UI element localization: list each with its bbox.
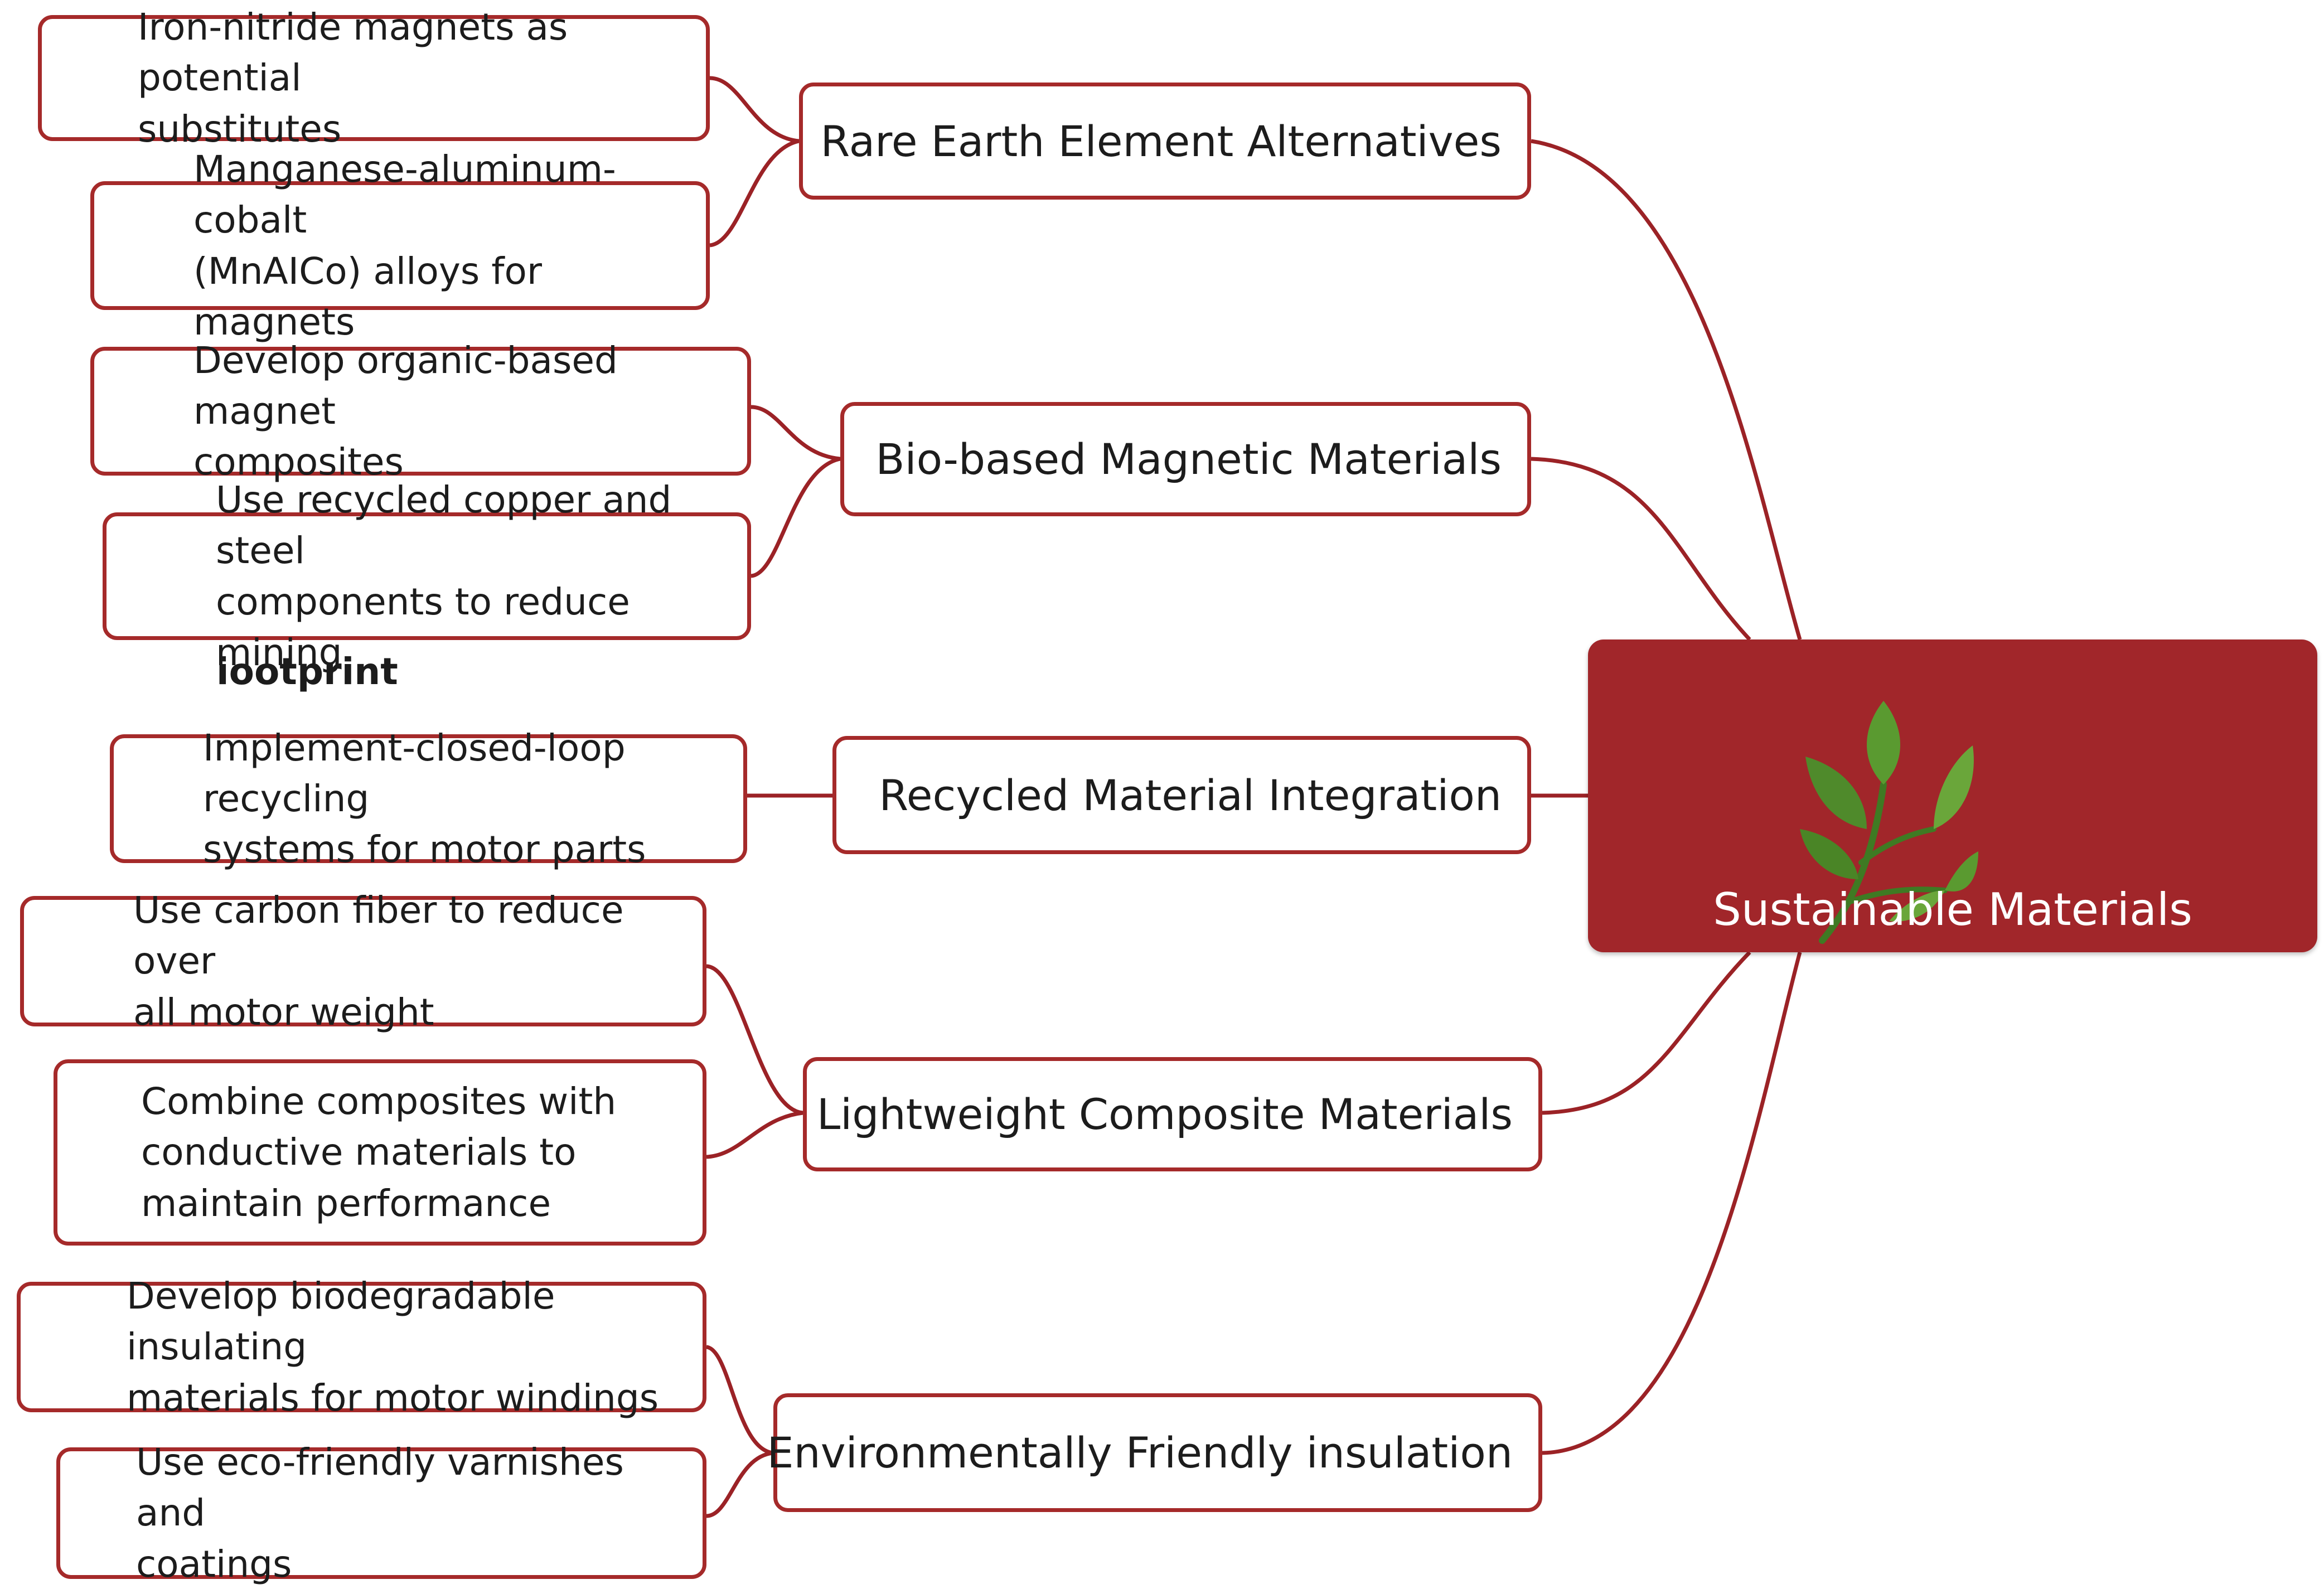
category-label: Environmentally Friendly insulation xyxy=(767,1428,1513,1477)
leaf-conductive-composites[interactable]: Combine composites with conductive mater… xyxy=(54,1059,706,1246)
leaf-biodegradable-insulating[interactable]: Develop biodegradable insulating materia… xyxy=(17,1275,706,1419)
category-lightweight-composites[interactable]: Lightweight Composite Materials xyxy=(803,1057,1542,1171)
leaf-recycled-copper-steel[interactable]: Use recycled copper and steel components… xyxy=(103,478,751,674)
leaf-eco-varnishes[interactable]: Use eco-friendly varnishes and coatings xyxy=(56,1441,706,1586)
plant-sprig-icon xyxy=(1800,701,1978,944)
leaf-label: Combine composites with conductive mater… xyxy=(141,1080,617,1225)
connector-cat-1-leaf-1 xyxy=(709,76,800,143)
category-rare-earth-alternatives[interactable]: Rare Earth Element Alternatives xyxy=(799,83,1531,200)
category-label: Bio-based Magnetic Materials xyxy=(875,434,1502,484)
leaf-carbon-fiber[interactable]: Use carbon fiber to reduce over all moto… xyxy=(20,889,706,1034)
leaf-label: Manganese-aluminum-cobalt (MnAICo) alloy… xyxy=(193,148,616,343)
leaf-label: Develop organic-based magnet composites xyxy=(193,338,618,484)
connector-cat-2-leaf-1 xyxy=(751,405,841,461)
leaf-label: Implement-closed-loop recycling systems … xyxy=(203,726,646,871)
leaf-label: Iron-nitride magnets as potential substi… xyxy=(138,6,568,151)
connector-cat-1-leaf-2 xyxy=(709,139,800,248)
leaf-closed-loop-recycling[interactable]: Implement-closed-loop recycling systems … xyxy=(110,726,747,871)
leaf-mnalco-alloys[interactable]: Manganese-aluminum-cobalt (MnAICo) alloy… xyxy=(90,148,710,343)
connector-cat-4-leaf-1 xyxy=(706,964,803,1115)
leaf-label: Use carbon fiber to reduce over all moto… xyxy=(133,889,624,1034)
center-node[interactable] xyxy=(1588,639,2317,952)
connector-center-cat-2 xyxy=(1531,457,1751,641)
connector-cat-5-leaf-2 xyxy=(706,1451,774,1518)
connector-cat-4-leaf-2 xyxy=(706,1111,803,1159)
leaf-iron-nitride[interactable]: Iron-nitride magnets as potential substi… xyxy=(38,6,710,151)
leaf-label: Develop biodegradable insulating materia… xyxy=(127,1275,659,1419)
category-label: Recycled Material Integration xyxy=(879,770,1502,820)
center-title: Sustainable Materials xyxy=(1713,884,2192,936)
category-label: Rare Earth Element Alternatives xyxy=(820,116,1502,166)
leaf-organic-magnet-composites[interactable]: Develop organic-based magnet composites xyxy=(90,339,751,483)
leaf-label: Use recycled copper and steel components… xyxy=(216,478,672,674)
connector-cat-5-leaf-1 xyxy=(706,1345,774,1455)
category-label: Lightweight Composite Materials xyxy=(816,1089,1513,1139)
connector-cat-2-leaf-2 xyxy=(751,457,841,578)
stray-text: iootprint xyxy=(216,650,398,693)
connector-center-cat-4 xyxy=(1542,951,1751,1115)
category-eco-insulation[interactable]: Environmentally Friendly insulation xyxy=(767,1393,1542,1512)
connector-center-cat-1 xyxy=(1531,139,1802,640)
category-recycled-material-integration[interactable]: Recycled Material Integration xyxy=(832,736,1531,854)
leaf-label: Use eco-friendly varnishes and coatings xyxy=(136,1441,624,1586)
connector-center-cat-5 xyxy=(1542,952,1802,1455)
category-bio-based-magnetic[interactable]: Bio-based Magnetic Materials xyxy=(840,402,1531,516)
